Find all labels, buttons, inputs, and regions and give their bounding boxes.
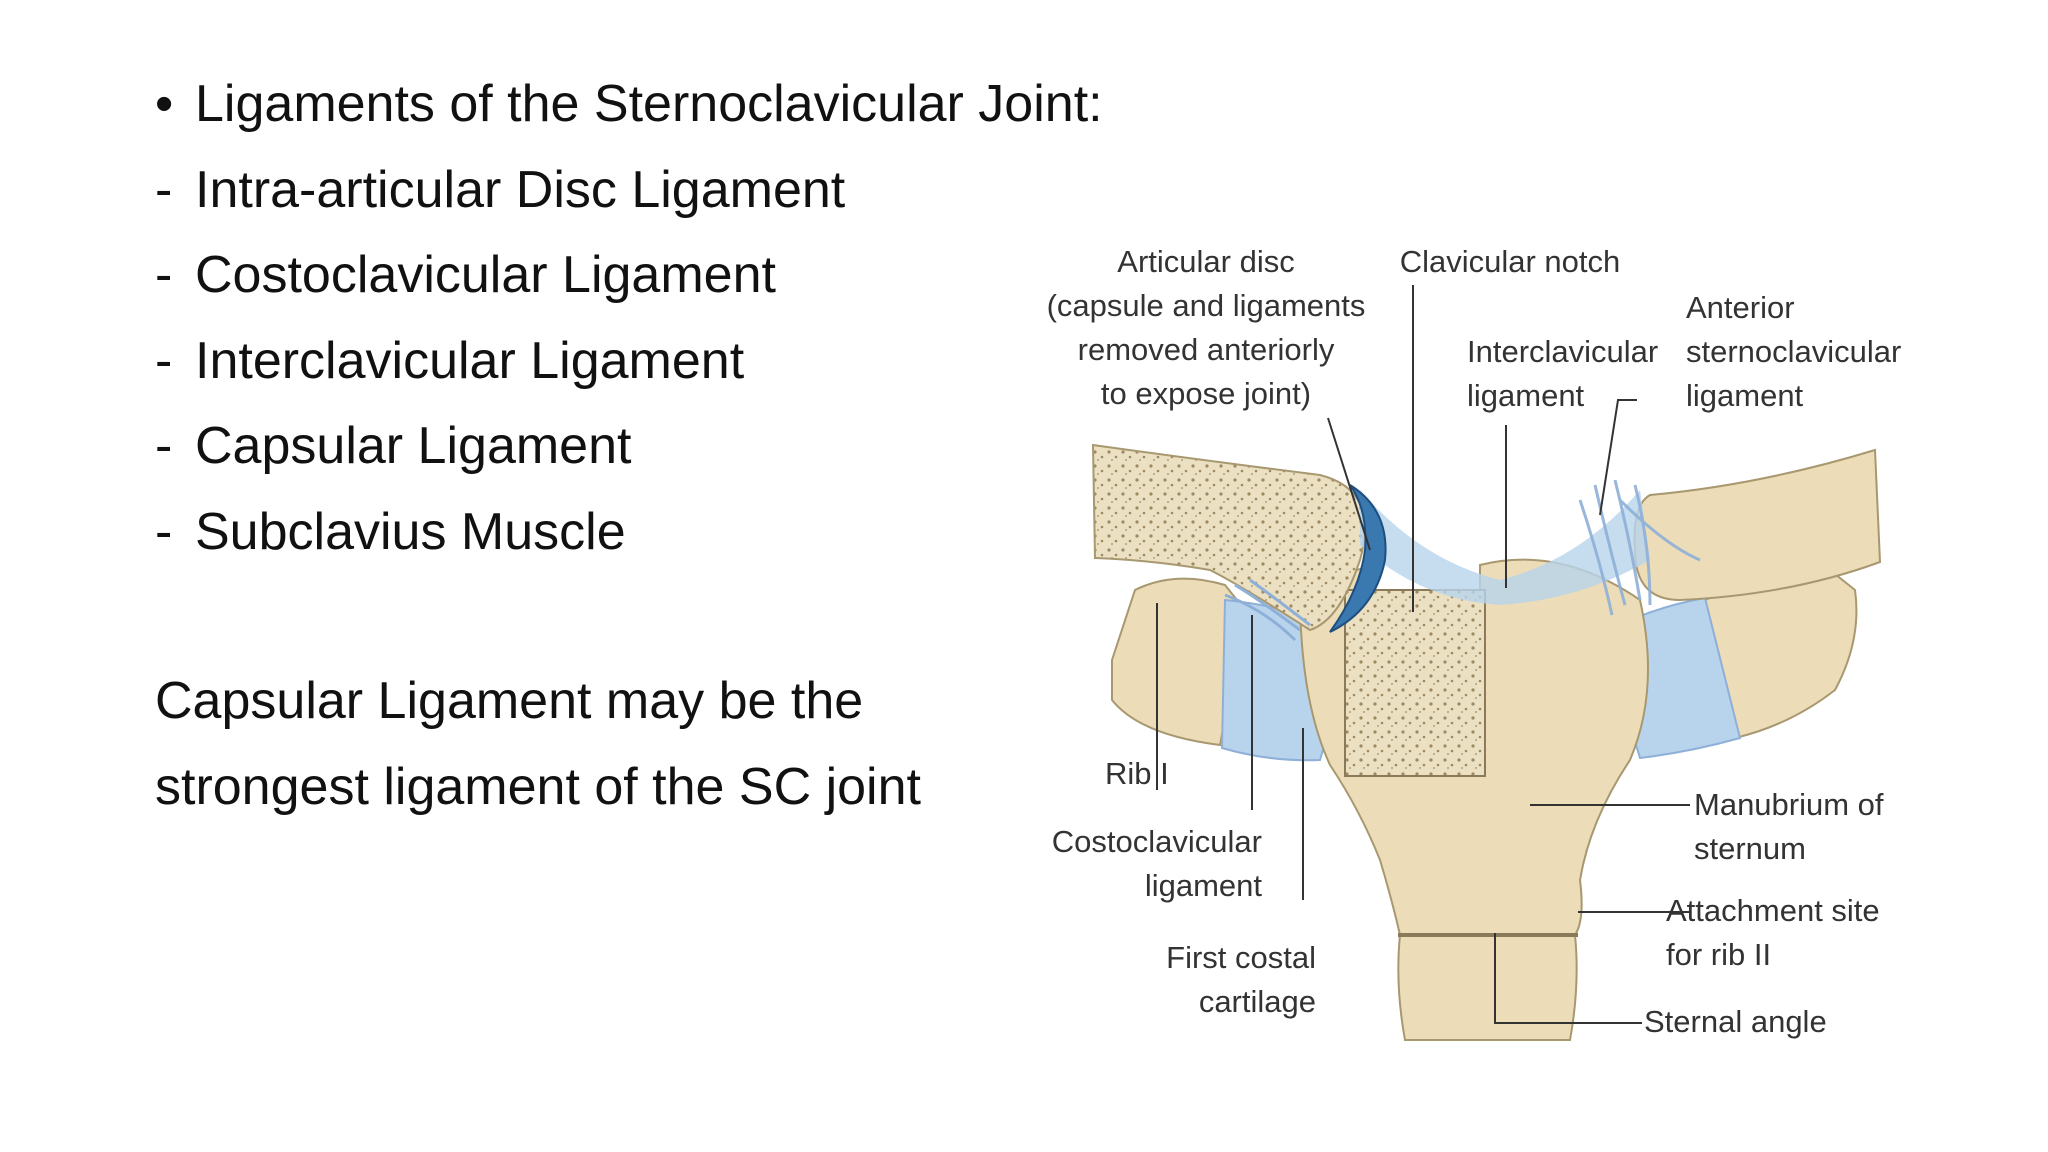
bullet-text: Subclavius Muscle [195,502,626,561]
label-first-costal-1: First costal [1166,940,1316,975]
bullet-item: -Intra-articular Disc Ligament [155,148,1103,234]
label-rib-1: Rib I [1105,756,1169,791]
label-articular-disc-1: Articular disc [1117,244,1294,279]
bullet-text: Interclavicular Ligament [195,331,745,390]
label-articular-disc-2: (capsule and ligaments [1047,288,1366,323]
bullet-text: Intra-articular Disc Ligament [195,160,846,219]
label-attachment-2: for rib II [1666,937,1771,972]
note-line-2: strongest ligament of the SC joint [155,758,921,816]
bullet-list: • Ligaments of the Sternoclavicular Joint… [155,62,1103,575]
right-clavicle [1633,448,1882,602]
bullet-text: Costoclavicular Ligament [195,246,776,304]
sternoclavicular-diagram: Articular disc (capsule and ligaments re… [1040,225,1920,1055]
bullet-item: -Costoclavicular Ligament [155,233,1103,319]
bullet-marker: - [155,246,173,304]
bullet-item: -Subclavius Muscle [155,490,1103,576]
anterior-sc-ligament [1578,479,1701,616]
label-anterior-sc-2: sternoclavicular [1686,334,1901,369]
bullet-marker: - [155,331,173,390]
label-clavicular-notch: Clavicular notch [1400,244,1621,279]
diagram-svg: Articular disc (capsule and ligaments re… [1047,244,1901,1041]
bullet-marker: - [155,160,173,219]
costoclavicular-ligament [1224,578,1311,642]
label-attachment-1: Attachment site [1666,893,1880,928]
bullet-marker: • [155,75,174,133]
label-costoclavicular-2: ligament [1145,868,1263,903]
interclavicular-ligament [1360,490,1650,605]
manubrium-section [1344,589,1486,777]
bullet-text: Ligaments of the Sternoclavicular Joint: [195,75,1103,133]
bullet-marker: - [155,502,173,561]
bullet-marker: - [155,417,173,475]
leader-lines [1156,285,1690,1024]
label-costoclavicular-1: Costoclavicular [1052,824,1262,859]
label-interclavicular-1: Interclavicular [1467,334,1658,369]
label-articular-disc-4: to expose joint) [1101,376,1311,411]
bullet-item: -Interclavicular Ligament [155,319,1103,405]
label-manubrium-2: sternum [1694,831,1806,866]
left-clavicle [1091,443,1366,632]
bullet-item: • Ligaments of the Sternoclavicular Joint… [155,62,1103,148]
bullet-item: -Capsular Ligament [155,404,1103,490]
capsular-note: Capsular Ligament may be the strongest l… [155,658,921,830]
note-line-1: Capsular Ligament may be the [155,672,864,730]
label-articular-disc-3: removed anteriorly [1078,332,1335,367]
left-rib-1 [1111,577,1247,747]
bullet-text: Capsular Ligament [195,417,632,475]
label-anterior-sc-1: Anterior [1686,290,1795,325]
label-first-costal-2: cartilage [1199,984,1316,1019]
label-anterior-sc-3: ligament [1686,378,1804,413]
label-manubrium-1: Manubrium of [1694,787,1884,822]
sternal-body [1397,934,1578,1041]
label-sternal-angle: Sternal angle [1644,1004,1827,1039]
label-interclavicular-2: ligament [1467,378,1585,413]
